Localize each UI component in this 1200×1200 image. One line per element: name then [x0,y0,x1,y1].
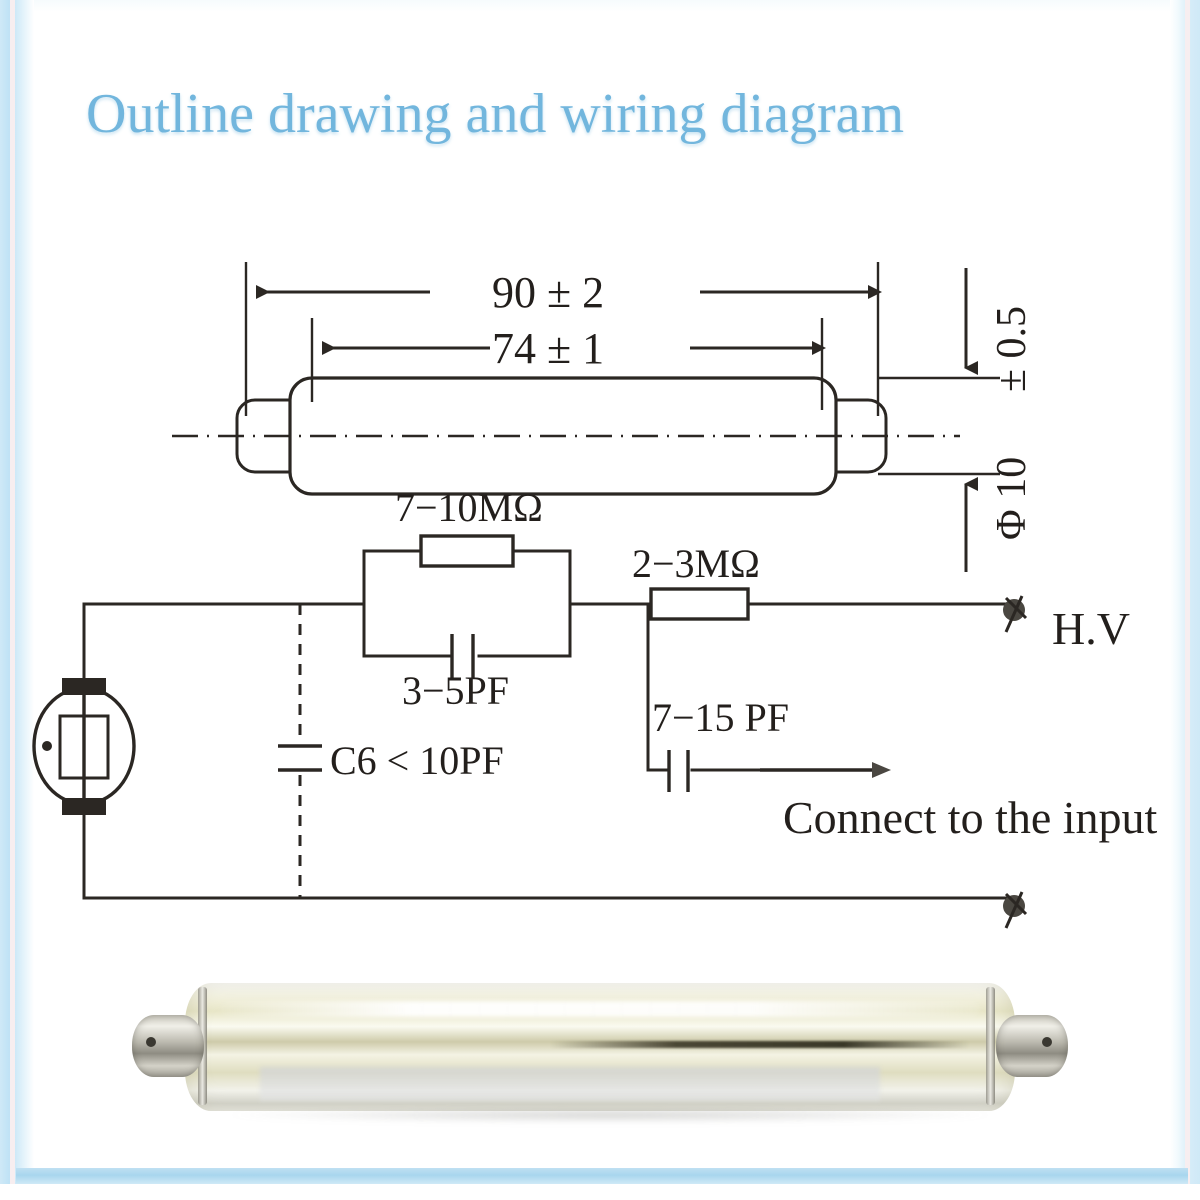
dimension-label-arc: 74 ± 1 [492,324,604,373]
dimension-label-diameter: Φ 10 [989,457,1035,540]
frame-edge-left [10,0,15,1200]
frame-edge-right [1185,0,1190,1200]
frame-band-left [0,0,34,1200]
capacitor-3-5-pf-symbol [450,634,475,678]
frame-band-bottom-white [0,1184,1200,1200]
capacitor-7-15-pf-label: 7−15 PF [652,695,789,740]
page-title: Outline drawing and wiring diagram [86,83,905,145]
hv-terminal [1003,595,1028,633]
c6-capacitor-symbol [278,744,322,772]
lamp-dot [42,741,52,751]
lamp-electrode-wire [550,1041,970,1048]
hv-terminal-label: H.V [1052,603,1130,654]
input-note-label: Connect to the input [783,792,1158,843]
flash-lamp-symbol [32,678,136,815]
lamp-highlight [220,1001,980,1017]
frame-band-top [0,0,1200,12]
lamp-cap-right [996,1015,1068,1077]
resistor-2-3-mohm-label: 2−3MΩ [632,541,760,586]
lamp-shadow [230,1107,990,1123]
lamp-cap-left [132,1015,204,1077]
lamp-electrode-top [62,678,106,695]
lamp-ring-right [986,987,995,1105]
ground-terminal [1003,891,1028,929]
frame-band-bottom [16,1168,1188,1184]
lamp-cap-hole-left [146,1037,156,1047]
circuit-wires [82,549,1012,900]
lamp-electrode-bottom [62,798,106,815]
resistor-7-10-mohm-label: 7−10MΩ [395,485,543,530]
dimension-label-overall: 90 ± 2 [492,268,604,317]
lamp-cap-hole-right [1042,1037,1052,1047]
dimension-extension-lines [244,262,1000,476]
resistor-2-3-mohm [649,587,750,621]
capacitor-7-15-pf-symbol [667,750,690,792]
capacitor-c6-label: C6 < 10PF [330,738,504,783]
lamp-inner-glow [260,1067,880,1101]
resistor-7-10-mohm [419,534,515,568]
flash-lamp-photo [110,975,1090,1125]
dimension-label-tolerance: ± 0.5 [989,306,1035,392]
capacitor-3-5-pf-label: 3−5PF [402,668,509,713]
tube-outline-body [288,376,838,496]
